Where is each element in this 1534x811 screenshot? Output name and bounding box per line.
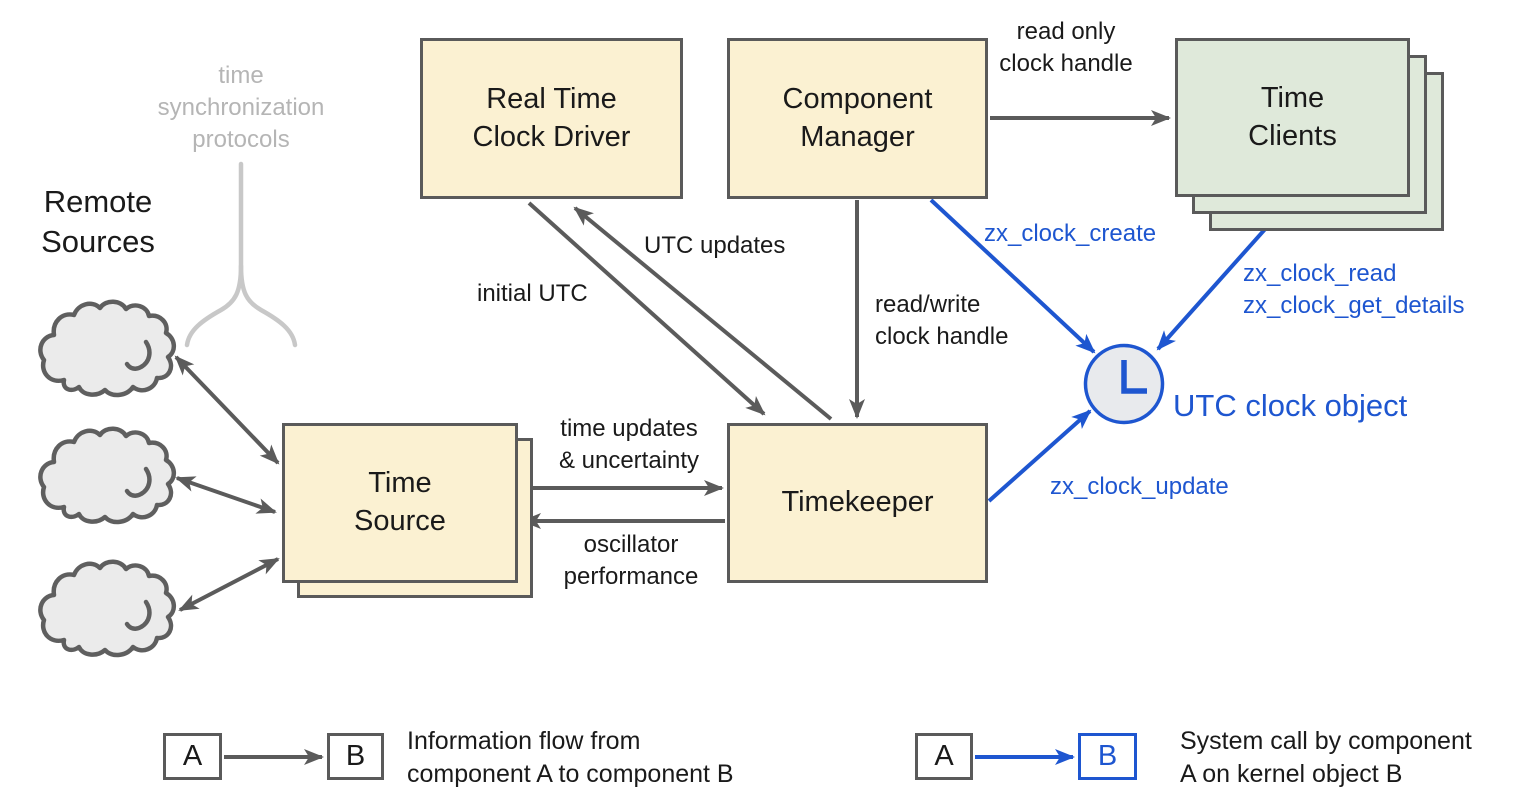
legend-letter: A — [182, 740, 203, 772]
time-clients-box: Time Clients — [1175, 38, 1410, 197]
clock-icon — [1083, 343, 1165, 425]
legend-letter: B — [1097, 740, 1118, 772]
time-updates-uncertainty-label: time updates & uncertainty — [558, 415, 700, 474]
legend-syscall-text: System call by component A on kernel obj… — [1180, 727, 1472, 788]
time-clients-label: Time Clients — [1248, 81, 1337, 152]
time-source-label: Time Source — [354, 467, 446, 537]
zx-clock-update-label: zx_clock_update — [1050, 473, 1229, 500]
timekeeper-label: Timekeeper — [781, 486, 934, 519]
timekeeper-box: Timekeeper — [727, 423, 988, 583]
cloud-icon — [40, 562, 173, 655]
legend-syscall-box-b: B — [1078, 733, 1137, 780]
cloud-icon — [40, 302, 173, 395]
legend-info-flow-text: Information flow from component A to com… — [407, 727, 734, 788]
legend-info-flow-box-a: A — [163, 733, 222, 780]
legend-syscall-box-a: A — [915, 733, 973, 780]
cloud-icon — [40, 429, 173, 522]
arrow-componentmanager-clock-create — [929, 198, 1096, 354]
zx-clock-read-get-details-label: zx_clock_read zx_clock_get_details — [1243, 260, 1465, 319]
initial-utc-label: initial UTC — [477, 280, 588, 307]
arrow-cloud1-timesource — [174, 355, 280, 465]
protocols-label: time synchronization protocols — [157, 62, 325, 153]
brace-icon — [184, 161, 298, 348]
arrow-cloud3-timesource — [178, 557, 280, 612]
read-only-clock-handle-label: read only clock handle — [999, 18, 1133, 77]
oscillator-performance-label: oscillator performance — [563, 531, 699, 590]
utc-updates-label: UTC updates — [644, 232, 786, 259]
rtc-driver-box: Real Time Clock Driver — [420, 38, 683, 199]
arrow-cloud2-timesource — [175, 476, 277, 514]
legend-info-flow-box-b: B — [327, 733, 384, 780]
remote-sources-label: Remote Sources — [41, 184, 155, 260]
arrow-timekeeper-rtc-utc-updates — [573, 206, 833, 421]
legend-letter: B — [345, 740, 366, 772]
arrow-rtc-timekeeper-initial-utc — [527, 201, 766, 416]
arrow-timekeeper-clock-update — [987, 409, 1092, 503]
rtc-driver-label: Real Time Clock Driver — [472, 82, 631, 153]
zx-clock-create-label: zx_clock_create — [984, 220, 1157, 247]
component-manager-label: Component Manager — [782, 82, 933, 153]
time-source-box: Time Source — [282, 423, 518, 583]
utc-clock-object-label: UTC clock object — [1173, 388, 1408, 423]
read-write-clock-handle-label: read/write clock handle — [875, 291, 1009, 350]
legend-letter: A — [934, 740, 954, 772]
component-manager-box: Component Manager — [727, 38, 988, 199]
